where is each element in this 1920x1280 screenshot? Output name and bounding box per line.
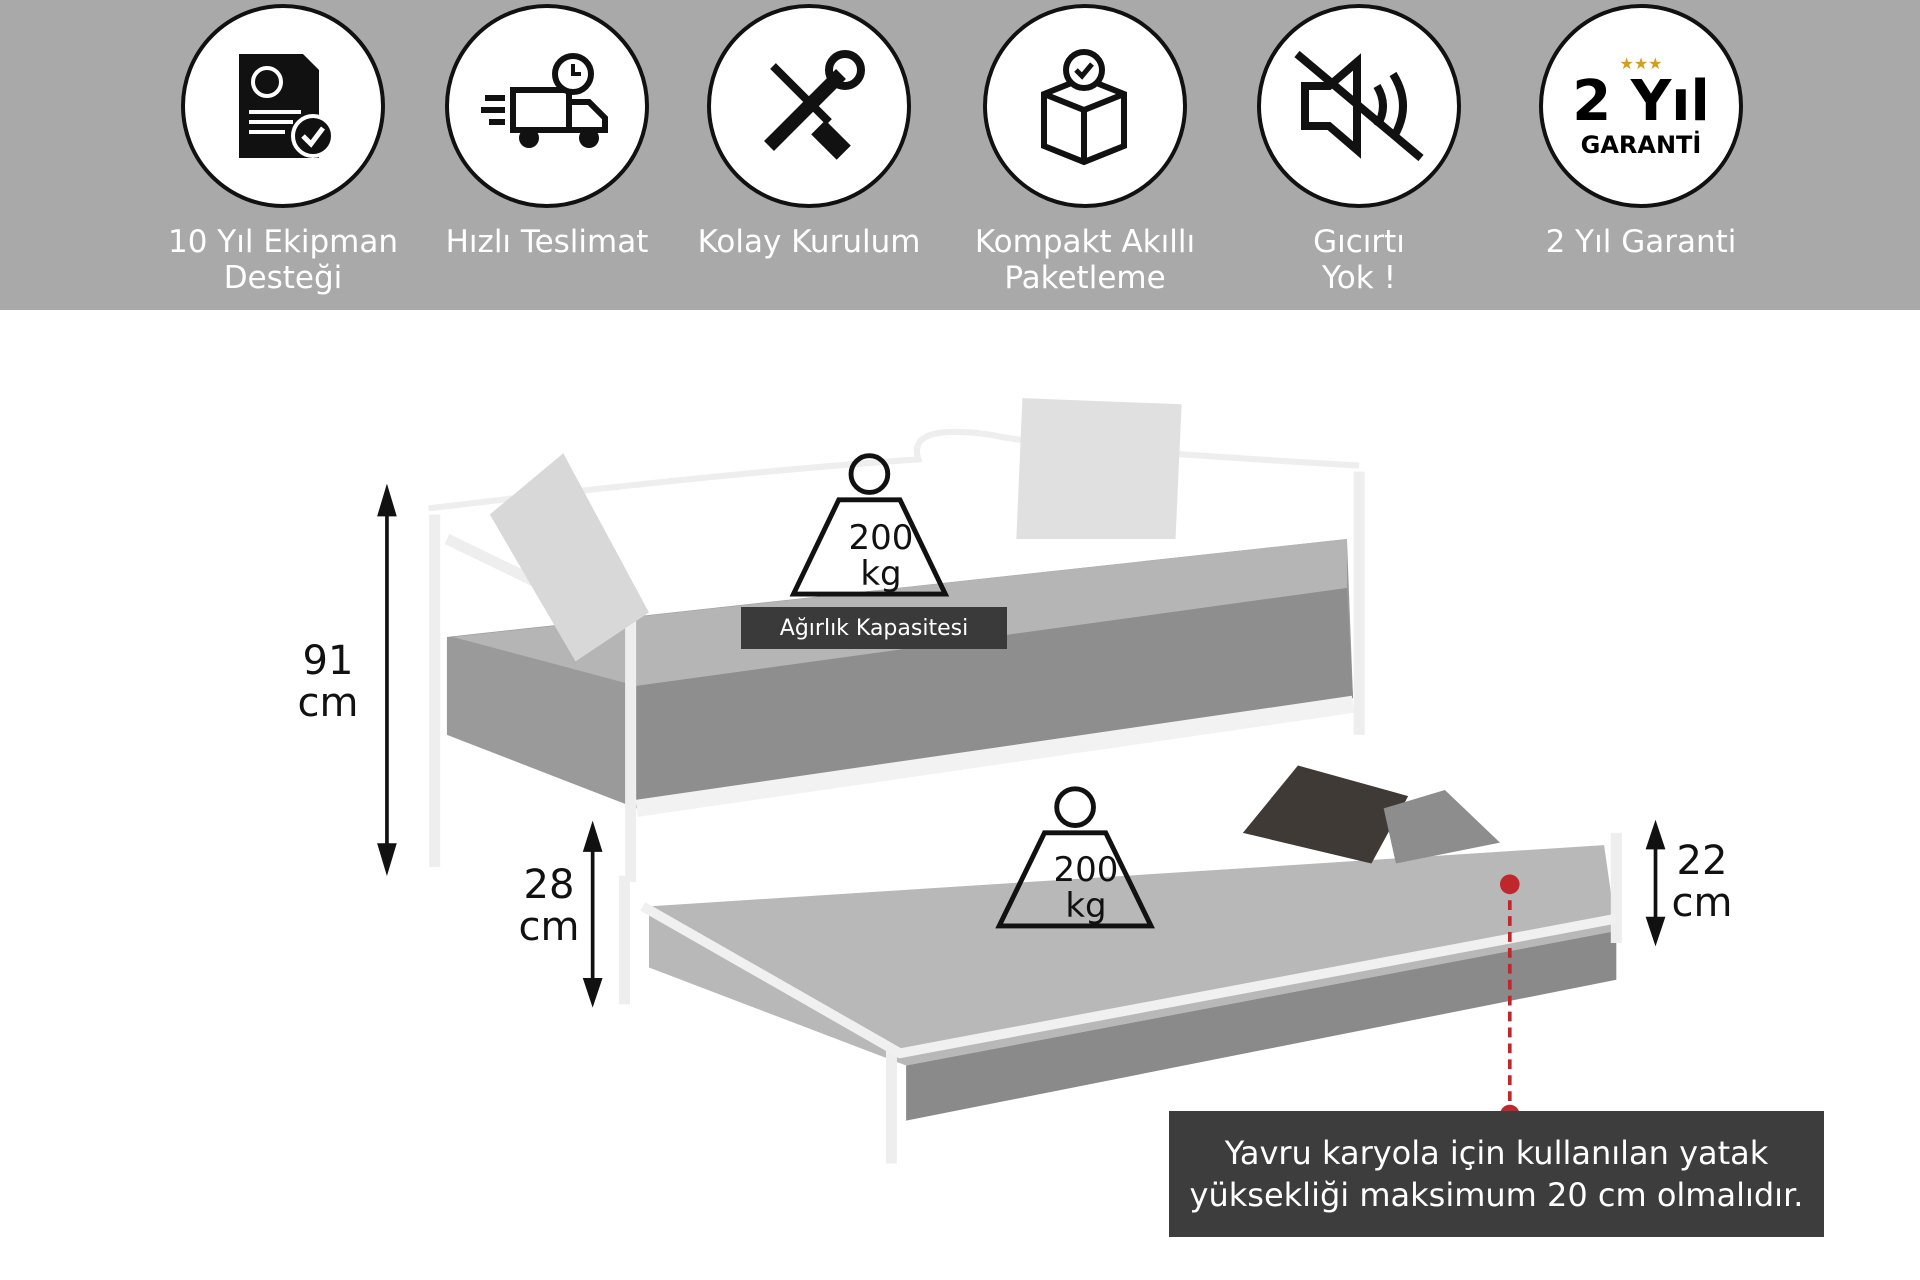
dimension-unit: cm bbox=[297, 680, 359, 726]
dimension-value: 28 bbox=[523, 862, 575, 908]
dimension-unit: cm bbox=[1671, 880, 1733, 926]
weight-icon-top bbox=[789, 453, 950, 597]
warranty-badge-small: GARANTİ bbox=[1580, 130, 1702, 159]
delivery-truck-icon bbox=[481, 53, 608, 148]
certificate-icon bbox=[239, 54, 335, 158]
weight-unit: kg bbox=[860, 554, 902, 594]
weight-value: 200 bbox=[1053, 850, 1119, 890]
feature-label: Yok ! bbox=[1321, 260, 1397, 296]
note-line: yüksekliği maksimum 20 cm olmalıdır. bbox=[1189, 1176, 1804, 1214]
warranty-badge-big: 2 Yıl bbox=[1572, 68, 1710, 134]
dimension-arrows bbox=[377, 483, 1666, 1008]
feature-label: 10 Yıl Ekipman bbox=[168, 224, 398, 260]
weight-icon-bottom bbox=[995, 786, 1155, 929]
dimension-value: 22 bbox=[1676, 838, 1728, 884]
box-icon bbox=[1041, 49, 1127, 166]
feature-easy-install: Kolay Kurulum bbox=[679, 4, 939, 260]
dimension-value: 91 bbox=[302, 638, 354, 684]
weight-capacity-caption: Ağırlık Kapasitesi bbox=[741, 607, 1007, 649]
mute-icon bbox=[1294, 50, 1424, 162]
feature-label: Hızlı Teslimat bbox=[445, 224, 649, 260]
trundle-bed bbox=[618, 765, 1622, 1164]
dimension-unit: cm bbox=[518, 904, 580, 950]
note-line: Yavru karyola için kullanılan yatak bbox=[1224, 1134, 1769, 1172]
mattress-note: Yavru karyola için kullanılan yatak yükse… bbox=[1169, 1111, 1824, 1237]
weight-unit: kg bbox=[1065, 886, 1107, 926]
feature-label: 2 Yıl Garanti bbox=[1545, 224, 1737, 260]
feature-label: Desteği bbox=[223, 260, 343, 296]
tools-icon bbox=[764, 50, 865, 160]
main-bed bbox=[428, 398, 1365, 882]
feature-label: Gıcırtı bbox=[1313, 224, 1405, 260]
feature-label: Kolay Kurulum bbox=[697, 224, 921, 260]
feature-fast-delivery: Hızlı Teslimat bbox=[417, 4, 677, 260]
weight-value: 200 bbox=[848, 518, 914, 558]
feature-label: Paketleme bbox=[1004, 260, 1166, 296]
feature-label: Kompakt Akıllı bbox=[974, 224, 1196, 260]
